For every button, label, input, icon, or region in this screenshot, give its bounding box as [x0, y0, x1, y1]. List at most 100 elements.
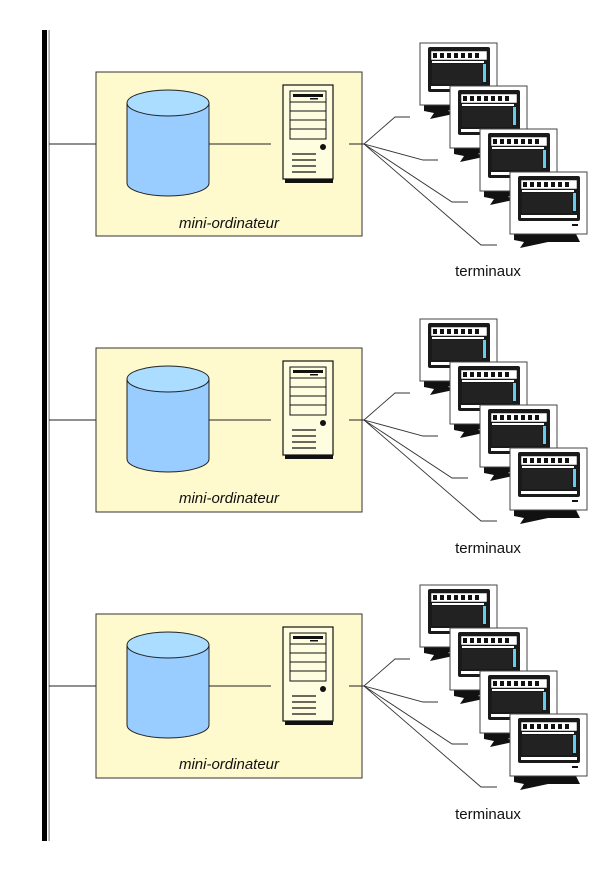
minicomputer-label: mini-ordinateur: [179, 490, 280, 507]
terminals-label: terminaux: [455, 263, 521, 280]
tower-base: [285, 178, 333, 183]
screen-content: [432, 64, 482, 84]
window-toolbar: [490, 412, 548, 423]
toolbar-icon: [433, 595, 437, 600]
toolbar-icon: [477, 638, 481, 643]
terminal-link: [363, 143, 468, 203]
toolbar-icon: [514, 415, 518, 420]
terminal-link: [363, 419, 497, 522]
toolbar-icon: [475, 53, 479, 58]
toolbar-icon: [528, 415, 532, 420]
drive-bay-panel: [289, 366, 327, 416]
toolbar-icon: [523, 458, 527, 463]
screen-content: [522, 735, 572, 755]
scrollbar: [513, 107, 516, 125]
scrollbar: [513, 383, 516, 401]
toolbar-icon: [484, 96, 488, 101]
window-toolbar: [520, 179, 578, 190]
terminal-link: [363, 685, 438, 703]
scrollbar: [573, 469, 576, 487]
bus-edge: [48, 30, 50, 841]
toolbar-icon: [475, 329, 479, 334]
toolbar-icon: [565, 724, 569, 729]
toolbar-icon: [491, 638, 495, 643]
terminal-monitor-icon: [509, 713, 588, 790]
power-button: [320, 686, 326, 692]
scrollbar: [573, 193, 576, 211]
toolbar-icon: [493, 139, 497, 144]
toolbar-icon: [558, 458, 562, 463]
terminal-monitor-icon: [509, 171, 588, 248]
database-cylinder-icon: [126, 365, 210, 473]
toolbar-icon: [521, 139, 525, 144]
toolbar-icon: [461, 329, 465, 334]
address-bar: [432, 337, 484, 339]
window-toolbar: [490, 678, 548, 689]
address-bar: [462, 646, 514, 648]
minicomputer-group-1: mini-ordinateur terminaux: [49, 42, 588, 280]
toolbar-icon: [454, 329, 458, 334]
database-cylinder-icon: [126, 631, 210, 739]
toolbar-icon: [530, 182, 534, 187]
toolbar-icon: [491, 372, 495, 377]
floppy-slot: [293, 94, 323, 97]
cylinder-body: [126, 644, 210, 739]
terminal-link: [363, 419, 438, 437]
toolbar-icon: [565, 182, 569, 187]
toolbar-icon: [468, 53, 472, 58]
toolbar-icon: [454, 53, 458, 58]
scrollbar: [483, 606, 486, 624]
toolbar-icon: [447, 329, 451, 334]
toolbar-icon: [498, 638, 502, 643]
terminal-link: [363, 392, 410, 421]
scrollbar: [483, 64, 486, 82]
toolbar-icon: [551, 724, 555, 729]
toolbar-icon: [514, 139, 518, 144]
toolbar-icon: [493, 681, 497, 686]
toolbar-icon: [535, 139, 539, 144]
toolbar-icon: [463, 638, 467, 643]
monitor-foot: [524, 776, 580, 784]
toolbar-icon: [470, 372, 474, 377]
screen-content: [492, 426, 542, 446]
slot-detail: [310, 374, 318, 376]
toolbar-icon: [475, 595, 479, 600]
toolbar-icon: [477, 96, 481, 101]
toolbar-icon: [468, 329, 472, 334]
window-toolbar: [520, 721, 578, 732]
tower-base: [285, 454, 333, 459]
terminal-link: [363, 116, 410, 145]
drive-bay-panel: [289, 90, 327, 140]
toolbar-icon: [470, 96, 474, 101]
screen-content: [432, 606, 482, 626]
screen-content: [462, 383, 512, 403]
scrollbar: [513, 649, 516, 667]
address-bar: [492, 147, 544, 149]
terminal-link: [363, 685, 468, 745]
toolbar-icon: [477, 372, 481, 377]
scrollbar: [543, 150, 546, 168]
cylinder-top: [126, 365, 210, 393]
toolbar-icon: [440, 329, 444, 334]
address-bar: [522, 732, 574, 734]
terminal-link: [363, 658, 410, 687]
address-bar: [462, 104, 514, 106]
toolbar-icon: [433, 53, 437, 58]
toolbar-icon: [530, 458, 534, 463]
toolbar-icon: [447, 53, 451, 58]
window-toolbar: [430, 592, 488, 603]
toolbar-icon: [558, 182, 562, 187]
window-toolbar: [460, 93, 518, 104]
toolbar-icon: [558, 724, 562, 729]
monitor-foot: [524, 510, 580, 518]
scrollbar: [573, 735, 576, 753]
window-toolbar: [490, 136, 548, 147]
screen-content: [462, 107, 512, 127]
power-button: [320, 420, 326, 426]
toolbar-icon: [461, 53, 465, 58]
toolbar-icon: [461, 595, 465, 600]
window-toolbar: [520, 455, 578, 466]
minicomputer-label: mini-ordinateur: [179, 215, 280, 232]
terminal-link: [363, 685, 497, 788]
